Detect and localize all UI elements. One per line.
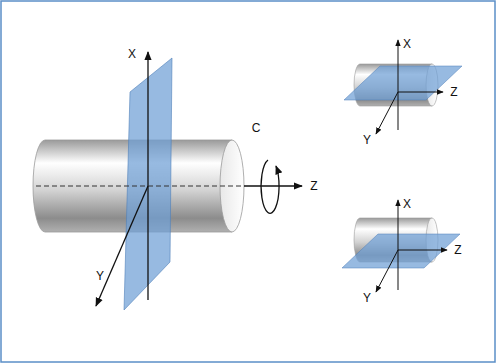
- axis-label: X: [128, 48, 136, 60]
- z-axis: [398, 250, 447, 251]
- y-axis: [96, 186, 148, 306]
- rotation-label: C: [252, 122, 261, 134]
- yz-plane: [342, 234, 460, 268]
- axis-label: Y: [96, 270, 104, 282]
- axis-label: Z: [450, 86, 457, 98]
- axis-label: X: [403, 38, 411, 50]
- xz-plane: [344, 66, 462, 100]
- x-axis: [147, 52, 148, 300]
- z-axis: [398, 92, 443, 93]
- z-axis-hidden: [36, 186, 244, 187]
- axis-label: Y: [363, 134, 371, 146]
- z-axis: [244, 185, 302, 186]
- axis-label: Z: [310, 180, 317, 192]
- rotation-arrow: [261, 160, 279, 213]
- x-axis: [398, 40, 399, 130]
- y-axis: [376, 92, 398, 134]
- y-axis: [376, 250, 398, 292]
- x-axis: [398, 200, 399, 290]
- axis-label: X: [403, 198, 411, 210]
- axis-label: Y: [363, 292, 371, 304]
- axis-label: Z: [454, 244, 461, 256]
